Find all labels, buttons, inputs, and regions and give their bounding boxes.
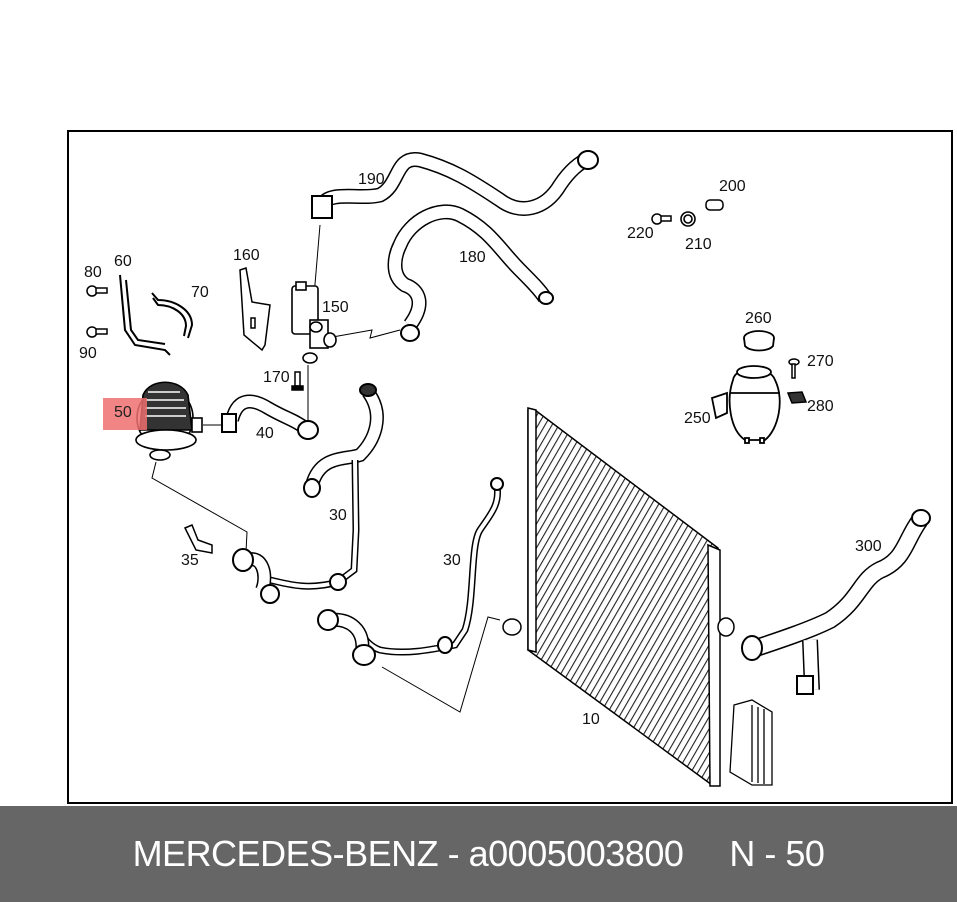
hose-190-icon [311, 150, 599, 219]
part-label-160[interactable]: 160 [233, 247, 260, 264]
clamp-210-icon [680, 211, 696, 227]
part-label-300[interactable]: 300 [855, 538, 882, 555]
expansion-tank-250-icon [710, 365, 781, 444]
part-label-40[interactable]: 40 [256, 425, 274, 442]
sleeve-200-icon [705, 199, 724, 211]
part-label-50[interactable]: 50 [114, 404, 132, 421]
bolt-170-icon [291, 371, 304, 391]
part-label-60[interactable]: 60 [114, 253, 132, 270]
part-label-210[interactable]: 210 [685, 236, 712, 253]
cap-260-icon [743, 330, 775, 352]
valve-150-icon [291, 281, 337, 364]
part-number: a0005003800 [468, 833, 684, 874]
sensor-35-icon [183, 524, 213, 554]
oil-cooler-icon [729, 699, 773, 786]
part-label-150[interactable]: 150 [322, 299, 349, 316]
part-label-280[interactable]: 280 [807, 398, 834, 415]
radiator-icon [502, 407, 735, 787]
screw-270-icon [788, 358, 800, 379]
part-label-30a[interactable]: 30 [329, 507, 347, 524]
highlighted-part-marker [103, 398, 147, 430]
bolt-90-icon [86, 326, 108, 338]
part-label-35[interactable]: 35 [181, 552, 199, 569]
brand-name: MERCEDES-BENZ [132, 833, 439, 874]
clip-280-icon [786, 391, 808, 404]
part-label-80[interactable]: 80 [84, 264, 102, 281]
position-label: N - 50 [729, 833, 825, 874]
leader-line [151, 461, 248, 553]
part-label-190[interactable]: 190 [358, 171, 385, 188]
part-label-170[interactable]: 170 [263, 369, 290, 386]
bracket-60-icon [119, 274, 171, 356]
part-label-70[interactable]: 70 [191, 284, 209, 301]
water-pump-50-icon [135, 381, 203, 461]
hose-180-icon [387, 204, 554, 342]
bolt-220-icon [651, 213, 672, 225]
hose-300-icon [741, 509, 931, 695]
clamp-70-icon [151, 292, 194, 339]
hose-30-upper-icon [232, 383, 384, 604]
hose-40-icon [221, 394, 319, 440]
part-label-30b[interactable]: 30 [443, 552, 461, 569]
part-label-10[interactable]: 10 [582, 711, 600, 728]
bracket-160-icon [239, 267, 271, 352]
hose-30-lower-icon [317, 477, 504, 666]
footer-bar: MERCEDES-BENZ - a0005003800 N - 50 [0, 806, 957, 902]
part-label-220[interactable]: 220 [627, 225, 654, 242]
leader-line [313, 224, 321, 297]
leader-line [381, 616, 501, 713]
part-label-250[interactable]: 250 [684, 410, 711, 427]
part-label-260[interactable]: 260 [745, 310, 772, 327]
part-label-180[interactable]: 180 [459, 249, 486, 266]
part-label-270[interactable]: 270 [807, 353, 834, 370]
part-label-90[interactable]: 90 [79, 345, 97, 362]
separator: - [447, 833, 460, 874]
part-label-200[interactable]: 200 [719, 178, 746, 195]
bolt-80-icon [86, 285, 108, 297]
leader-line [326, 329, 401, 339]
